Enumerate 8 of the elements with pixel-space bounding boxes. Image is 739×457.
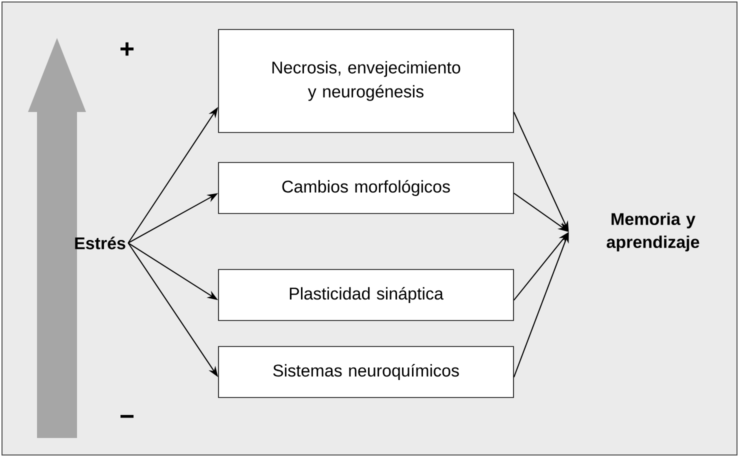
process-box: Necrosis, envejecimiento y neurogénesis bbox=[218, 29, 514, 133]
sign-label: − bbox=[120, 414, 134, 418]
process-box: Plasticidad sináptica bbox=[218, 269, 514, 321]
process-box: Sistemas neuroquímicos bbox=[218, 346, 514, 398]
node-label: Memoria y aprendizaje bbox=[606, 212, 700, 252]
node-label: Estrés bbox=[75, 236, 126, 250]
process-box: Cambios morfológicos bbox=[218, 162, 514, 214]
sign-label: + bbox=[120, 42, 134, 56]
